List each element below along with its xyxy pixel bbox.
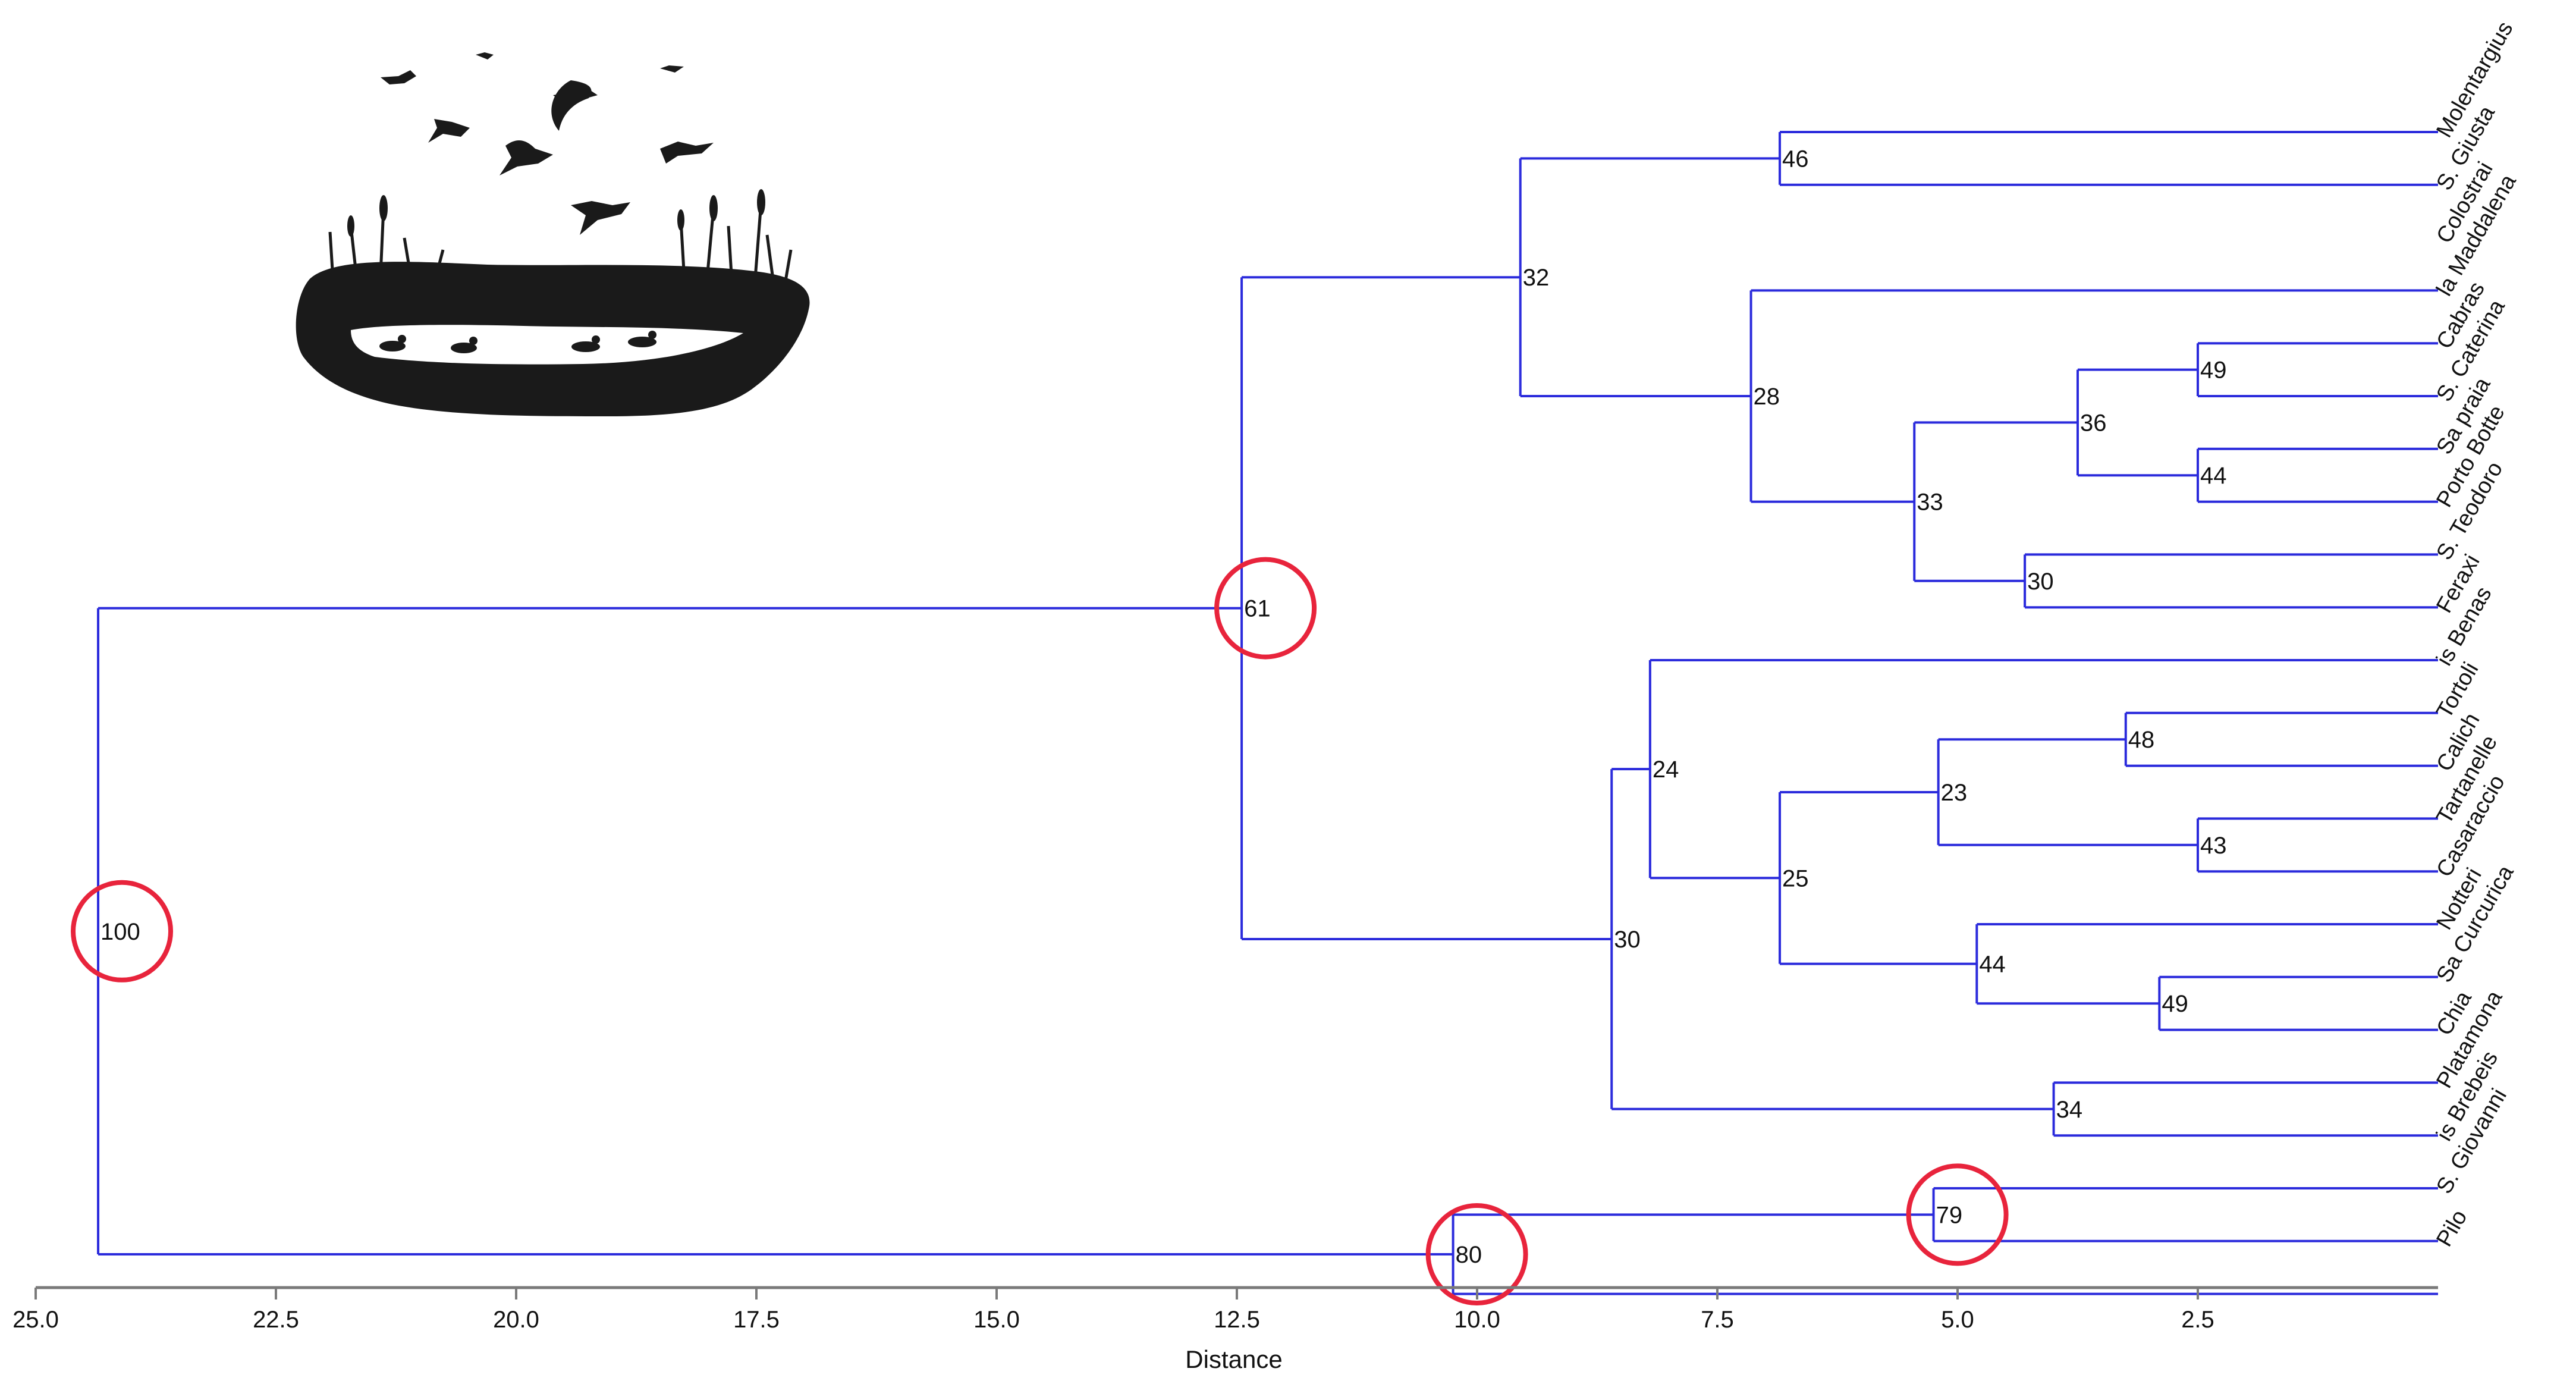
highlight-circle-n21 [71, 880, 174, 983]
node-support-n17: 30 [1614, 927, 1641, 953]
node-support-n15: 24 [1653, 757, 1679, 783]
distance-axis: 25.0 22.5 20.0 17.5 15.0 12.5 10.0 7.5 5.0 2.5 Di… [12, 1286, 2438, 1373]
node-support-n2: 49 [2200, 357, 2227, 384]
axis-tick-label: 5.0 [1941, 1307, 1974, 1333]
node-support-n1: 46 [1782, 146, 1809, 172]
node-support-n18: 61 [1244, 596, 1271, 622]
node-support-n6: 33 [1917, 489, 1943, 516]
node-support-n5: 30 [2027, 569, 2054, 595]
node-support-n13: 44 [1979, 952, 2006, 978]
node-support-n12: 49 [2162, 991, 2188, 1017]
axis-tick-label: 17.5 [733, 1307, 780, 1333]
highlight-circle-n20 [1425, 1203, 1528, 1305]
node-support-n20: 80 [1456, 1242, 1482, 1268]
node-support-n7: 28 [1754, 384, 1780, 410]
leaf-label-pilo: Pilo [2432, 1206, 2472, 1251]
node-support-labels: 46 49 44 36 30 33 28 32 48 43 23 49 44 25 24 34 30 61 79 80… [100, 146, 2226, 1268]
axis-ticks: 25.0 22.5 20.0 17.5 15.0 12.5 10.0 7.5 5.0 2.5 [12, 1288, 2214, 1333]
node-support-n10: 43 [2200, 833, 2227, 859]
axis-title: Distance [1185, 1345, 1282, 1373]
highlight-circle-n18 [1214, 557, 1317, 660]
dendrogram-branches [97, 131, 2438, 1295]
node-support-n16: 34 [2056, 1097, 2083, 1123]
axis-tick-label: 2.5 [2181, 1307, 2214, 1333]
leaf-label-tortoli: Tortoli [2432, 658, 2483, 723]
highlight-circle-n19 [1906, 1163, 2009, 1266]
axis-tick-label: 15.0 [973, 1307, 1020, 1333]
node-support-n14: 25 [1782, 865, 1809, 892]
node-support-n11: 23 [1941, 780, 1968, 806]
node-support-n21: 100 [100, 919, 140, 945]
axis-tick-label: 12.5 [1214, 1307, 1260, 1333]
axis-tick-label: 7.5 [1701, 1307, 1734, 1333]
axis-tick-label: 10.0 [1454, 1307, 1500, 1333]
node-support-n3: 44 [2200, 463, 2227, 489]
node-support-n9: 48 [2128, 727, 2155, 753]
axis-tick-label: 20.0 [493, 1307, 539, 1333]
highlight-circles [71, 557, 2009, 1305]
node-support-n8: 32 [1523, 265, 1550, 291]
axis-tick-label: 22.5 [253, 1307, 299, 1333]
axis-tick-label: 25.0 [12, 1307, 59, 1333]
node-support-n19: 79 [1936, 1202, 1963, 1228]
node-support-n4: 36 [2080, 410, 2107, 436]
wetland-birds-silhouette-icon [296, 52, 810, 416]
